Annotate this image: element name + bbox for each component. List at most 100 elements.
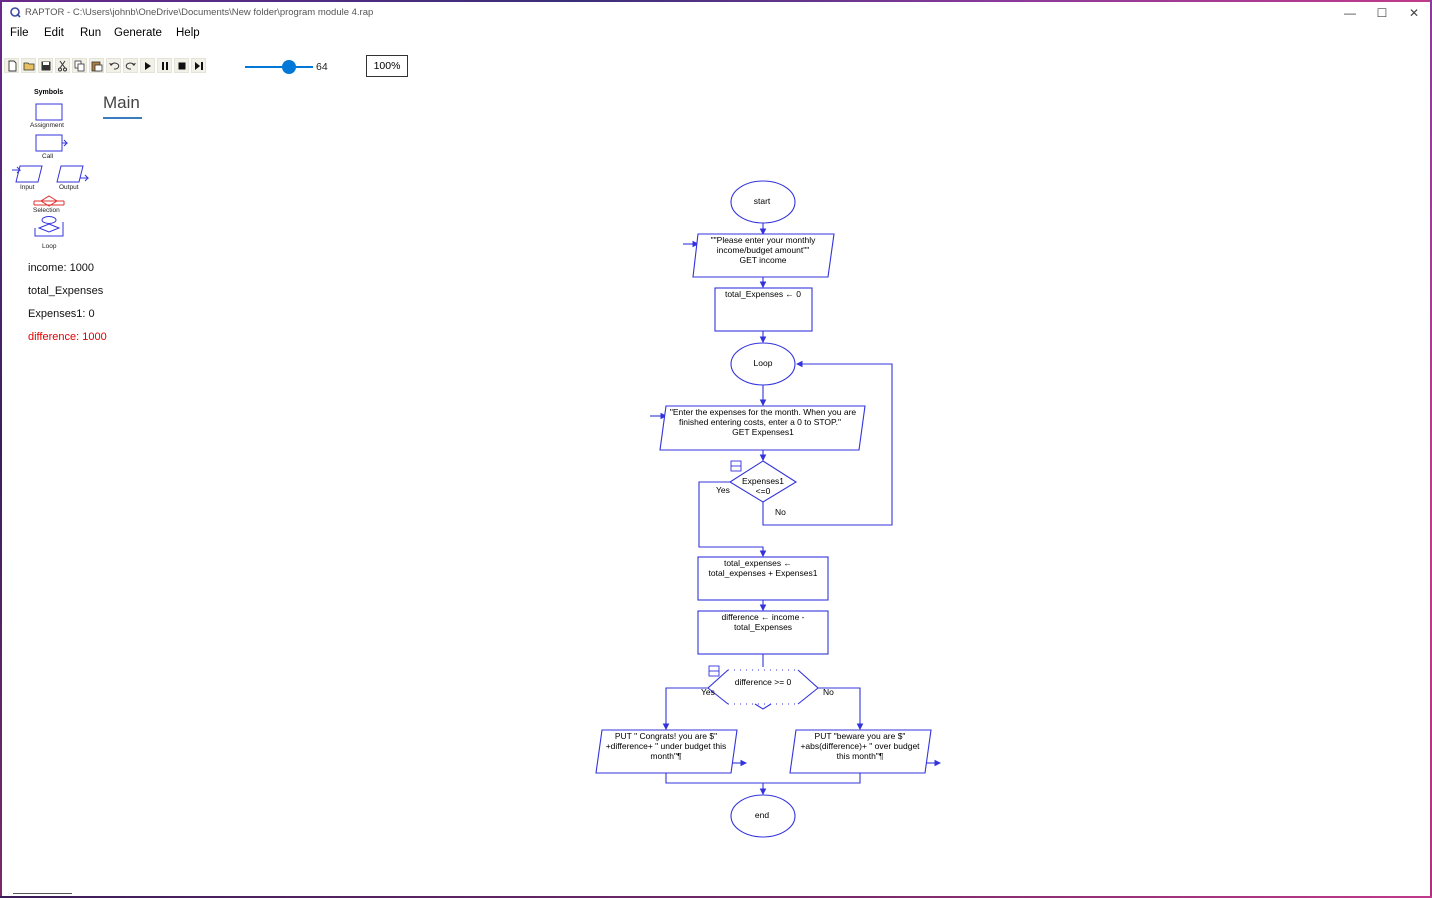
redo-icon — [125, 62, 136, 70]
assignment-sum-block[interactable]: total_expenses ← total_expenses + Expens… — [697, 556, 829, 601]
window-frame-right — [1430, 0, 1432, 898]
tab-main-underline — [103, 117, 142, 119]
paste-icon — [91, 61, 103, 72]
variables-panel: income: 1000 total_Expenses Expenses1: 0… — [28, 262, 107, 352]
symbols-title: Symbols — [34, 89, 64, 96]
output-over-budget-block[interactable]: PUT "beware you are $" +abs(difference)+… — [789, 729, 932, 774]
maximize-icon: ☐ — [1376, 6, 1388, 20]
start-text: start — [754, 196, 771, 206]
scissors-icon — [58, 60, 67, 72]
assign2-text-1: total_expenses ← — [724, 558, 792, 568]
speed-slider-track[interactable] — [245, 66, 313, 68]
loop-block[interactable]: Loop — [730, 342, 796, 386]
output-no-text-1: PUT "beware you are $" — [815, 731, 906, 741]
copy-button[interactable] — [72, 58, 87, 73]
menu-file[interactable]: File — [10, 27, 29, 39]
end-terminal[interactable]: end — [730, 794, 796, 838]
menu-generate[interactable]: Generate — [114, 27, 162, 39]
pause-button[interactable] — [157, 58, 172, 73]
call-symbol[interactable] — [35, 134, 69, 152]
assign3-text-1: difference ← income - — [722, 612, 805, 622]
variable-total-expenses: total_Expenses — [28, 285, 104, 297]
input-expenses-text-3: GET Expenses1 — [732, 427, 794, 437]
menu-edit[interactable]: Edit — [44, 27, 64, 39]
redo-button[interactable] — [123, 58, 138, 73]
pause-icon — [162, 62, 168, 70]
output-no-text-3: this month"¶ — [837, 751, 884, 761]
output-yes-text-2: +difference+ " under budget this — [606, 741, 727, 751]
window-frame-top — [0, 0, 1432, 2]
minimize-icon: — — [1344, 6, 1356, 20]
sel-yes-label: Yes — [701, 687, 715, 697]
speed-value: 64 — [316, 61, 328, 73]
selection-symbol[interactable] — [33, 195, 65, 207]
step-button[interactable] — [191, 58, 206, 73]
input-symbol[interactable] — [12, 165, 43, 183]
input-income-text-3: GET income — [739, 255, 786, 265]
copy-icon — [74, 60, 85, 72]
sel-cond-text: difference >= 0 — [735, 677, 792, 687]
output-symbol[interactable] — [56, 165, 90, 183]
bottom-tab-indicator — [13, 893, 72, 894]
selection-condition-block[interactable]: difference >= 0 — [707, 665, 819, 710]
assignment-symbol[interactable] — [35, 103, 63, 121]
loop-yes-label: Yes — [716, 485, 730, 495]
menu-run[interactable]: Run — [80, 27, 102, 39]
loop-cond-text-1: Expenses1 — [742, 476, 784, 486]
open-file-button[interactable] — [21, 58, 36, 73]
output-label: Output — [59, 184, 79, 191]
minimize-button[interactable]: — — [1334, 4, 1366, 22]
window-frame-left — [0, 0, 2, 898]
window-frame-bottom — [0, 896, 1432, 898]
new-file-icon — [8, 60, 17, 72]
new-file-button[interactable] — [4, 58, 19, 73]
close-icon: ✕ — [1408, 6, 1420, 20]
input-expenses-text-2: finished entering costs, enter a 0 to ST… — [679, 417, 841, 427]
close-button[interactable]: ✕ — [1398, 4, 1430, 22]
save-button[interactable] — [38, 58, 53, 73]
undo-button[interactable] — [106, 58, 121, 73]
speed-slider-thumb[interactable] — [282, 60, 296, 74]
tab-main[interactable]: Main — [103, 93, 140, 112]
assignment-difference-block[interactable]: difference ← income - total_Expenses — [697, 610, 829, 655]
assignment-total-expenses-block[interactable]: total_Expenses ← 0 — [714, 287, 813, 332]
input-income-block[interactable]: ""Please enter your monthly income/budge… — [692, 233, 835, 278]
output-under-budget-block[interactable]: PUT " Congrats! you are $" +difference+ … — [595, 729, 738, 774]
assign1-text: total_Expenses ← 0 — [725, 289, 801, 299]
run-button[interactable] — [140, 58, 155, 73]
undo-icon — [109, 62, 120, 70]
paste-button[interactable] — [89, 58, 104, 73]
loop-symbol[interactable] — [34, 216, 64, 237]
loop-text: Loop — [754, 358, 773, 368]
output-no-text-2: +abs(difference)+ " over budget — [800, 741, 920, 751]
stop-button[interactable] — [174, 58, 189, 73]
start-terminal[interactable]: start — [730, 180, 796, 224]
loop-condition-diamond[interactable]: Expenses1 <=0 — [728, 460, 798, 503]
output-yes-text-3: month"¶ — [650, 751, 682, 761]
raptor-app-icon — [10, 7, 21, 18]
loop-label: Loop — [42, 243, 57, 250]
end-text: end — [755, 810, 769, 820]
symbols-palette — [12, 103, 90, 237]
step-icon — [195, 62, 203, 70]
menu-help[interactable]: Help — [176, 27, 200, 39]
maximize-button[interactable]: ☐ — [1366, 4, 1398, 22]
save-icon — [41, 61, 51, 71]
call-label: Call — [42, 153, 54, 160]
window-title: RAPTOR - C:\Users\johnb\OneDrive\Documen… — [25, 7, 374, 18]
input-expenses-block[interactable]: "Enter the expenses for the month. When … — [659, 405, 866, 451]
play-icon — [145, 62, 151, 70]
assign2-text-2: total_expenses + Expenses1 — [709, 568, 818, 578]
loop-no-label: No — [775, 507, 786, 517]
selection-label: Selection — [33, 207, 60, 214]
input-income-text-1: ""Please enter your monthly — [711, 235, 817, 245]
cut-button[interactable] — [55, 58, 70, 73]
assignment-label: Assignment — [30, 122, 64, 129]
input-label: Input — [20, 184, 35, 191]
variable-expenses1: Expenses1: 0 — [28, 308, 95, 320]
output-yes-text-1: PUT " Congrats! you are $" — [615, 731, 717, 741]
open-folder-icon — [23, 62, 35, 71]
input-expenses-text-1: "Enter the expenses for the month. When … — [670, 407, 857, 417]
zoom-combobox[interactable]: 100% — [366, 55, 408, 77]
